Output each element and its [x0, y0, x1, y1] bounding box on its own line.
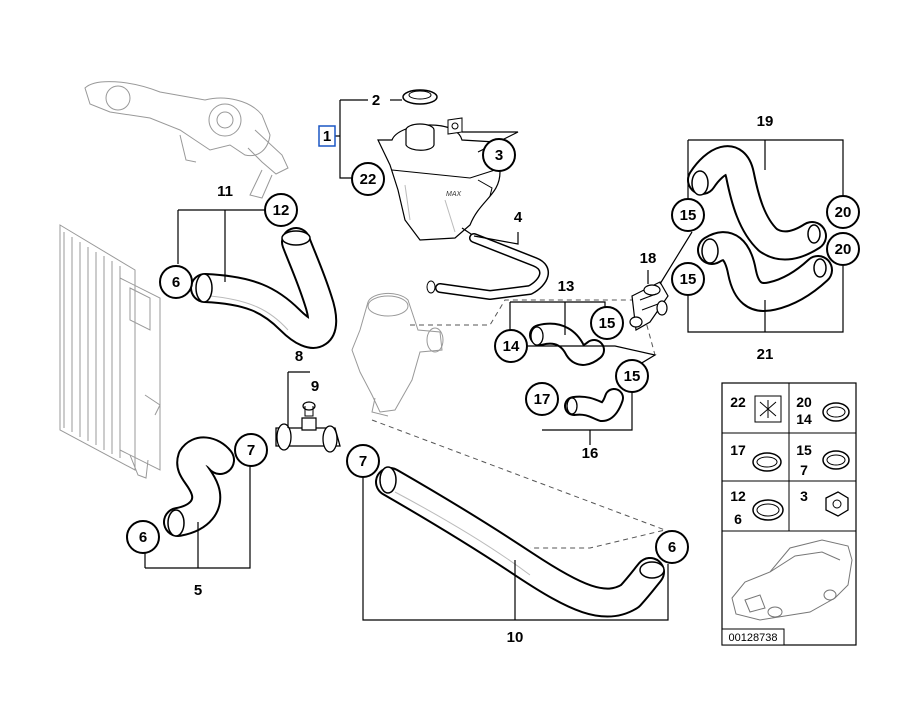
legend-label-12: 12: [730, 488, 746, 504]
hose-21: [697, 231, 833, 312]
legend-label-7: 7: [800, 462, 808, 478]
callout-21: 21: [757, 346, 774, 363]
callout-3: 3: [495, 147, 503, 164]
tank-max-marking: MAX: [446, 191, 462, 198]
callout-18: 18: [640, 250, 657, 267]
legend-label-20: 20: [796, 394, 812, 410]
callout-6b: 6: [139, 529, 147, 546]
water-pump-ghost: [84, 81, 289, 199]
tank-cap: [402, 89, 438, 105]
callout-17-circle: [525, 382, 559, 416]
legend-clamp-12-icon: [752, 499, 784, 521]
callout-14: 14: [503, 338, 520, 355]
callout-16: 16: [582, 445, 599, 462]
legend-panel: 22 20 14 17 15 7 12 6 3: [721, 382, 857, 646]
hose-10: [375, 466, 665, 618]
callout-20b: 20: [835, 241, 852, 258]
callout-6c-circle: [655, 530, 689, 564]
callout-20a-circle: [826, 195, 860, 229]
callout-6b-circle: [126, 520, 160, 554]
callout-15b: 15: [624, 368, 641, 385]
callout-13: 13: [558, 278, 575, 295]
legend-label-14: 14: [796, 411, 812, 427]
callout-20b-circle: [826, 232, 860, 266]
callout-15d: 15: [680, 271, 697, 288]
callout-22-circle: [351, 162, 385, 196]
callout-6a-circle: [159, 265, 193, 299]
callout-15d-circle: [671, 262, 705, 296]
hose-4: [426, 233, 549, 300]
callout-7b-circle: [346, 444, 380, 478]
radiator-ghost: [59, 224, 161, 479]
callout-9: 9: [311, 378, 319, 395]
legend-label-6: 6: [734, 511, 742, 527]
callout-6a: 6: [172, 274, 180, 291]
hose-11: [190, 227, 338, 349]
callout-8: 8: [295, 348, 303, 365]
car-silhouette-icon: [731, 539, 853, 621]
callout-15c: 15: [680, 207, 697, 224]
hose-19: [687, 145, 827, 261]
legend-label-15: 15: [796, 442, 812, 458]
callout-3-circle: [482, 138, 516, 172]
thermostat-housing-ghost: [351, 293, 444, 417]
callout-2: 2: [372, 92, 380, 109]
callout-7a-circle: [234, 433, 268, 467]
callout-15c-circle: [671, 198, 705, 232]
legend-clamp-17-icon: [752, 452, 782, 472]
hose-5: [163, 436, 235, 537]
connector-18: [629, 281, 669, 331]
callouts: 1 2 22 3 4 11 12 6 8 9 7 6 5 7 6 10 13 1…: [126, 92, 860, 646]
callout-15a-circle: [590, 306, 624, 340]
callout-17: 17: [534, 391, 551, 408]
callout-20a: 20: [835, 204, 852, 221]
callout-14-circle: [494, 329, 528, 363]
callout-1: 1: [323, 128, 331, 145]
legend-label-17: 17: [730, 442, 746, 458]
ghost-dashed-outline: [371, 419, 667, 549]
legend-clamp-icon: [822, 402, 850, 422]
callout-15b-circle: [615, 359, 649, 393]
drawing-code-box: [721, 628, 785, 646]
t-connector-8: [275, 401, 341, 453]
callout-7b: 7: [359, 453, 367, 470]
callout-19: 19: [757, 113, 774, 130]
drawing-code: 00128738: [729, 632, 778, 644]
callout-12: 12: [273, 202, 290, 219]
callout-15a: 15: [599, 315, 616, 332]
callout-10: 10: [507, 629, 524, 646]
legend-clamp-15-icon: [822, 450, 850, 470]
callout-5: 5: [194, 582, 202, 599]
callout-11: 11: [217, 183, 233, 200]
callout-12-circle: [264, 193, 298, 227]
callout-1-box: [318, 125, 336, 147]
legend-label-22: 22: [730, 394, 746, 410]
hose-16: [564, 388, 624, 423]
callout-22: 22: [360, 171, 377, 188]
callout-6c: 6: [668, 539, 676, 556]
legend-label-3: 3: [800, 488, 808, 504]
callout-7a: 7: [247, 442, 255, 459]
hose-13: [529, 322, 605, 366]
callout-4: 4: [514, 209, 523, 226]
expansion-tank: MAX: [377, 117, 501, 241]
